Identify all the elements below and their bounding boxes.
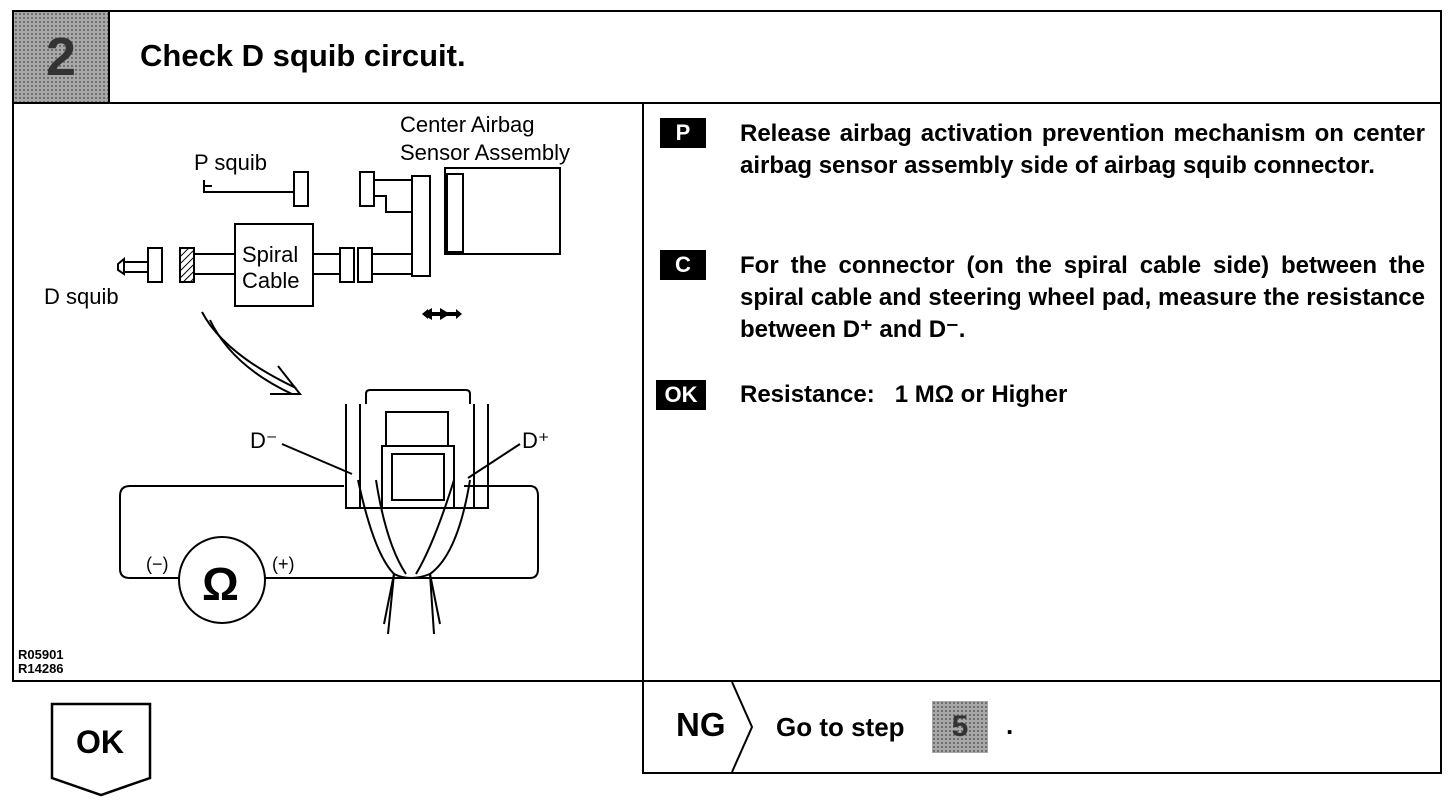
ng-result-box [642, 680, 1442, 774]
d-plus-label: D⁺ [522, 428, 550, 453]
spiral-cable-label-2: Cable [242, 268, 299, 293]
center-sensor-label-2: Sensor Assembly [400, 140, 570, 165]
squib-circuit-diagram: Center Airbag Sensor Assembly P squib D … [44, 112, 570, 635]
d-squib-label: D squib [44, 284, 119, 309]
tag-c: C [660, 250, 706, 280]
figure-reference-1: R05901 [18, 647, 64, 662]
header-divider [108, 10, 110, 104]
center-sensor-label-1: Center Airbag [400, 112, 535, 137]
ng-label: NG [676, 706, 726, 743]
ok-result-arrow [50, 702, 152, 797]
step-number-badge: 2 [14, 12, 108, 102]
d-minus-label: D⁻ [250, 428, 278, 453]
ng-chevron [731, 682, 754, 772]
column-divider [642, 102, 644, 774]
negative-terminal-label: (−) [146, 554, 169, 574]
instruction-p-text: Release airbag activation prevention mec… [740, 120, 1425, 179]
tag-ok: OK [656, 380, 706, 410]
figure-reference-2: R14286 [18, 661, 64, 676]
go-to-step-text: Go to step [776, 712, 905, 742]
ohmmeter-symbol: Ω [202, 558, 239, 610]
positive-terminal-label: (+) [272, 554, 295, 574]
go-to-step-badge[interactable]: 5 [932, 701, 988, 753]
instruction-c-text: For the connector (on the spiral cable s… [740, 252, 1425, 343]
tag-p: P [660, 118, 706, 148]
p-squib-label: P squib [194, 150, 267, 175]
resistance-spec: Resistance: 1 MΩ or Higher [740, 381, 1068, 408]
go-to-step-period: . [1006, 710, 1014, 740]
page-title: Check D squib circuit. [140, 38, 466, 73]
ok-result-label: OK [76, 724, 124, 760]
spiral-cable-label-1: Spiral [242, 242, 298, 267]
